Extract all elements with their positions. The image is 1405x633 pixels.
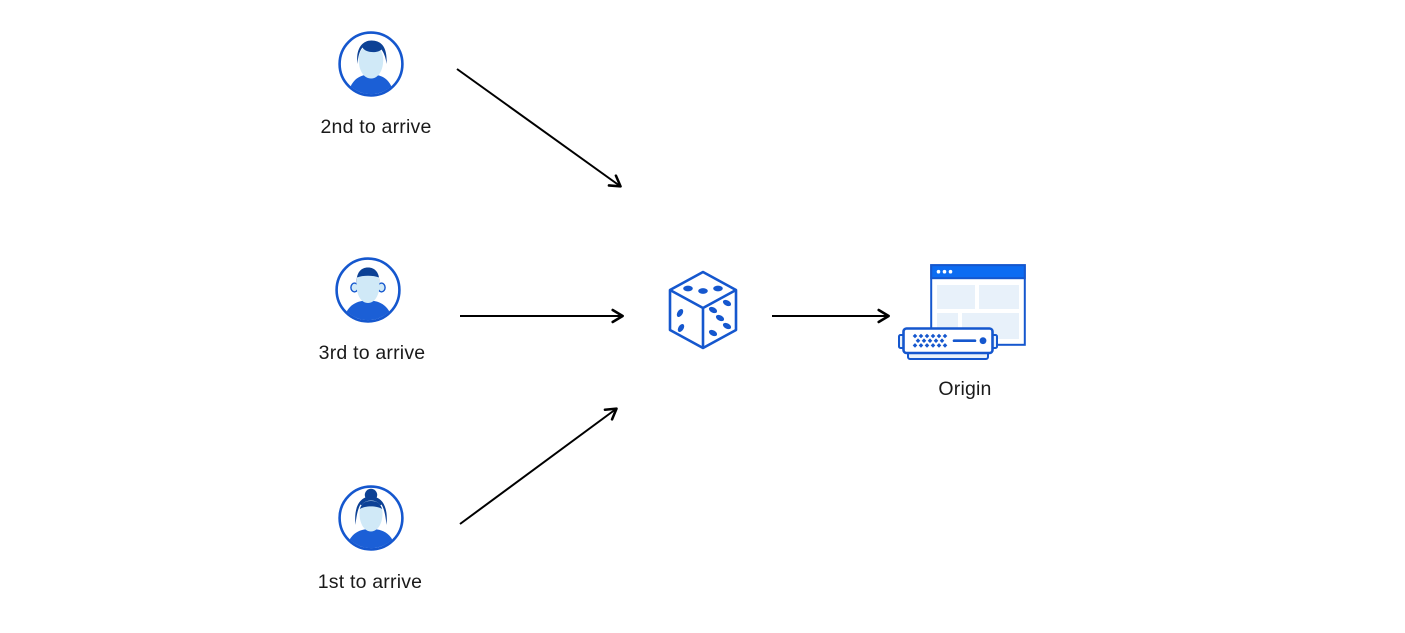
node-randomizer — [667, 269, 739, 351]
origin-server — [898, 327, 998, 363]
server-icon — [898, 327, 998, 360]
node-user-bottom — [338, 485, 404, 551]
node-user-middle — [335, 257, 401, 323]
avatar-man-flat-top-icon — [335, 257, 401, 323]
dice-icon — [668, 270, 738, 350]
arrow-user-top-to-dice — [456, 68, 622, 188]
label-origin: Origin — [938, 378, 992, 400]
avatar-man-side-part-icon — [338, 31, 404, 97]
node-user-top — [338, 31, 404, 97]
label-user-top: 2nd to arrive — [320, 116, 432, 138]
arrow-user-bottom-to-dice — [459, 407, 618, 525]
label-user-middle: 3rd to arrive — [318, 342, 426, 364]
label-user-bottom: 1st to arrive — [317, 571, 423, 593]
avatar-woman-bun-icon — [338, 485, 404, 551]
